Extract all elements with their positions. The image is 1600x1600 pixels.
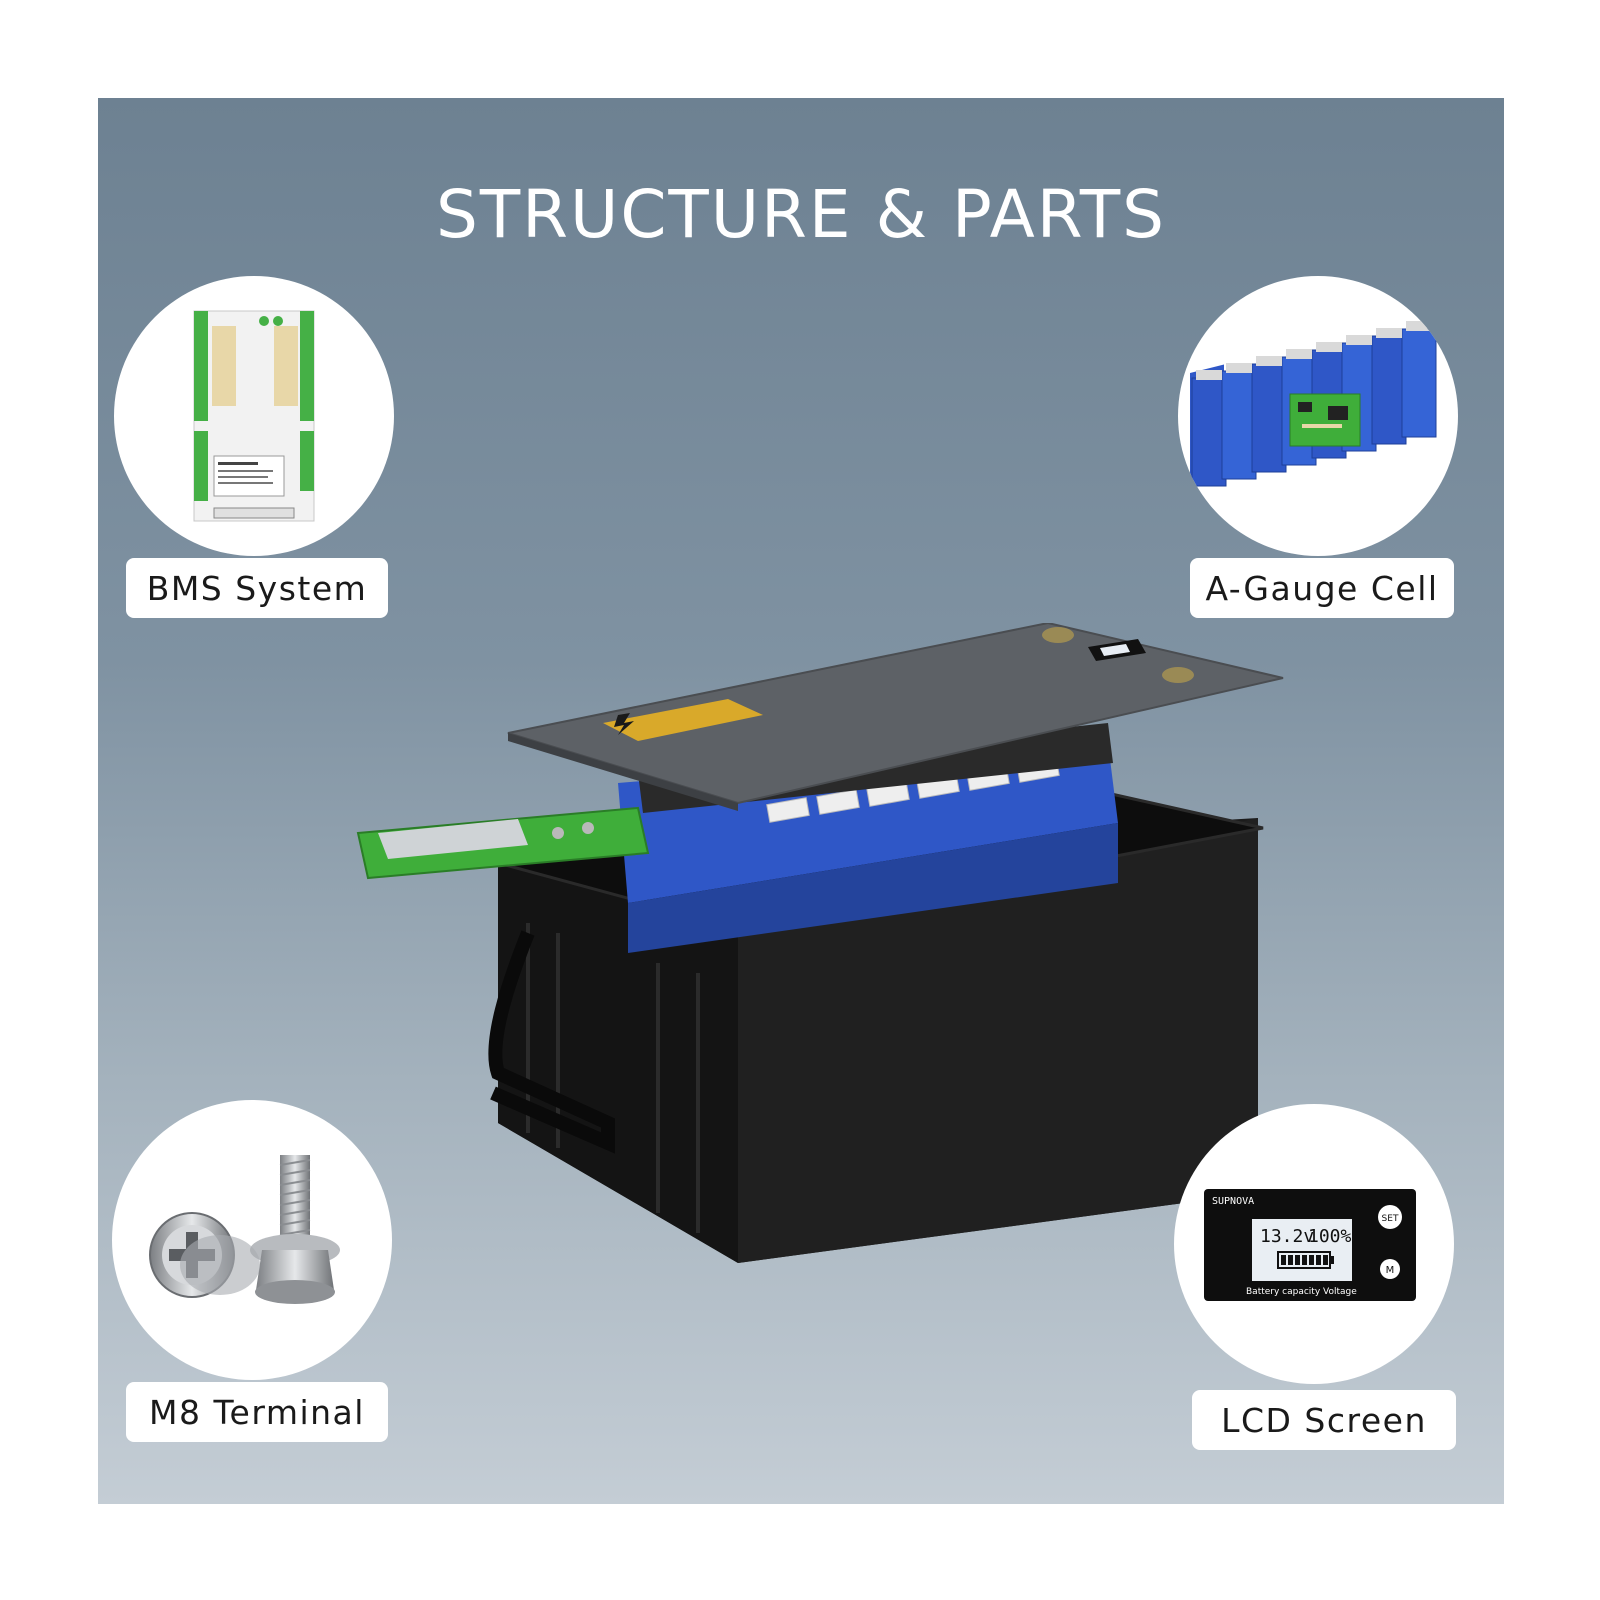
cell-pack-image [1190,321,1437,487]
lcd-mode-button: M [1386,1265,1395,1276]
lcd-set-button: SET [1382,1214,1399,1224]
bms-system-label: BMS System [126,558,388,618]
lcd-caption: Battery capacity Voltage [1246,1287,1357,1297]
page-title: STRUCTURE & PARTS [435,176,1167,253]
battery-exploded-view [356,623,1284,1263]
lcd-circle: SUPNOVA 13.2v 100% Battery capacity Volt… [1174,1104,1454,1384]
m8-terminal-image [149,1155,340,1304]
lcd-screen-label: LCD Screen [1192,1390,1456,1450]
lcd-brand: SUPNOVA [1212,1196,1254,1207]
terminal-circle [112,1100,392,1380]
lcd-meter-image: SUPNOVA 13.2v 100% Battery capacity Volt… [1204,1189,1416,1301]
battery-illustration [258,623,1318,1403]
bms-board-image [193,310,315,522]
m8-terminal-label: M8 Terminal [126,1382,388,1442]
cell-circle [1178,276,1458,556]
lcd-percent: 100% [1308,1226,1352,1247]
product-panel: STRUCTURE & PARTS BMS System [98,98,1504,1504]
bms-circle [114,276,394,556]
a-gauge-cell-label: A-Gauge Cell [1190,558,1454,618]
lcd-voltage: 13.2v [1260,1226,1314,1247]
